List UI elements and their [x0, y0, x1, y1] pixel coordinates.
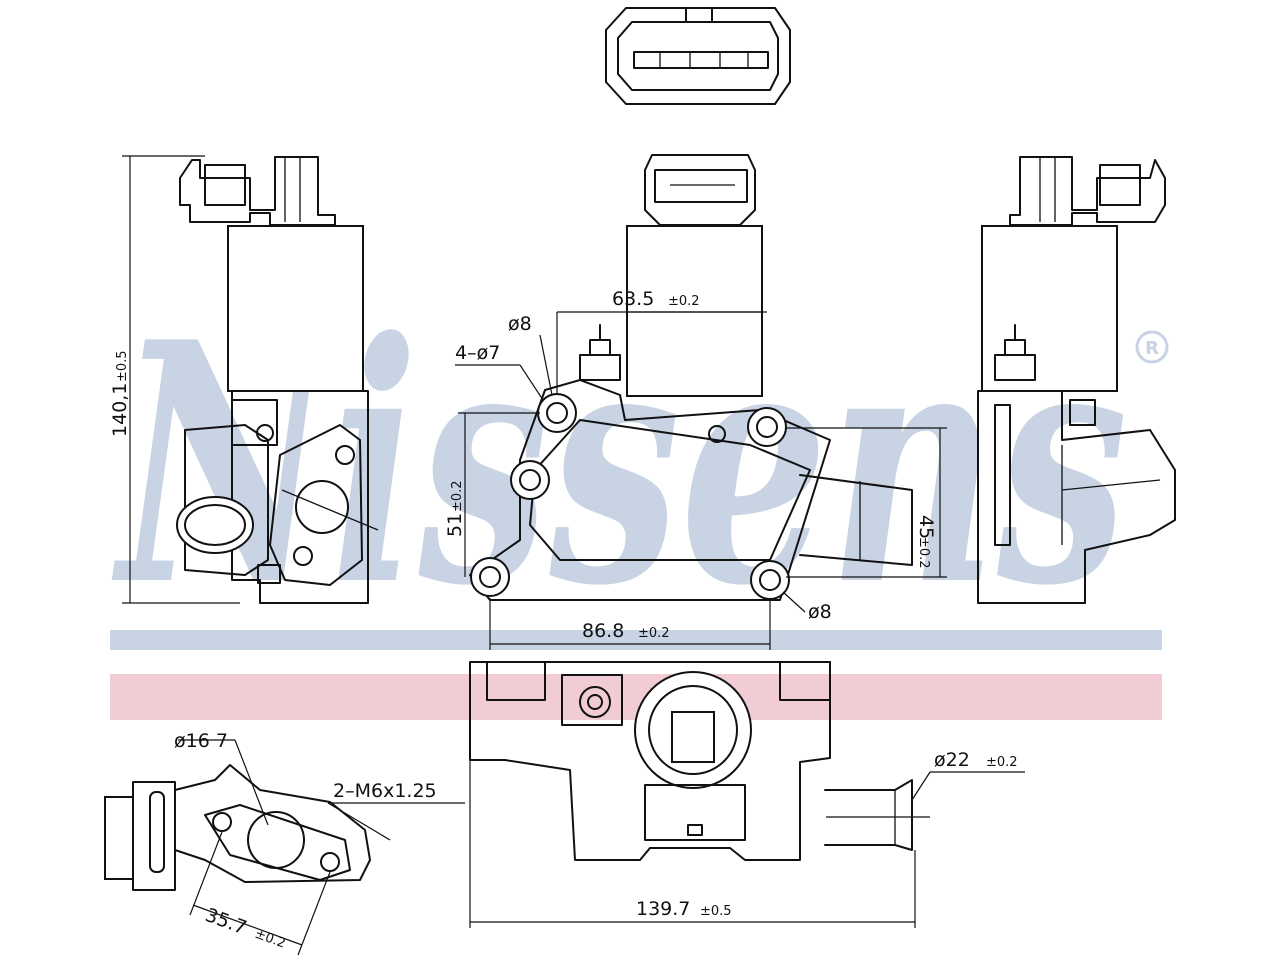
dim-spacing-value: 35.7 — [202, 904, 249, 939]
dim-height-flange-tol: ±0.2 — [450, 480, 465, 512]
registered-mark: R — [1145, 338, 1159, 359]
dim-length-tol: ±0.5 — [700, 904, 732, 919]
dim-bore-label: ø16 7 — [174, 730, 228, 752]
dim-height: 140,1 ±0.5 — [109, 155, 240, 604]
dim-pipe-dia-value: ø22 — [934, 749, 970, 771]
watermark-band-pink — [110, 674, 1162, 720]
dim-hole-large-label: ø8 — [508, 313, 532, 335]
dim-holes-group-label: 4–ø7 — [455, 342, 500, 364]
dim-pipe-dia-tol: ±0.2 — [986, 755, 1018, 770]
dim-width-flange-tol: ±0.2 — [638, 626, 670, 641]
dim-height-tol: ±0.5 — [115, 350, 130, 382]
watermark-band-blue — [110, 630, 1162, 650]
dim-height-outlet-value: 45 — [915, 515, 937, 539]
right-side-view — [977, 156, 1176, 604]
front-view — [469, 154, 913, 601]
dim-width-flange-value: 86.8 — [582, 620, 624, 642]
dim-hole-bottom-label: ø8 — [808, 601, 832, 623]
bottom-top-view: ø22 ±0.2 139.7 ±0.5 — [469, 661, 1025, 928]
registered-mark-circle — [1135, 330, 1169, 364]
connector-plug-view — [605, 7, 791, 105]
dim-front: 63.5 ±0.2 ø8 4–ø7 51 ±0.2 45 ±0.2 ø8 86.… — [444, 288, 947, 650]
left-side-view — [176, 156, 379, 604]
dim-height-value: 140,1 — [109, 383, 131, 437]
bottom-left-detail: ø16 7 2–M6x1.25 35.7 ±0.2 — [104, 730, 465, 956]
dim-length-value: 139.7 — [636, 898, 690, 920]
dim-thread-label: 2–M6x1.25 — [333, 780, 437, 802]
dim-width-top-tol: ±0.2 — [668, 294, 700, 309]
dim-width-top-value: 63.5 — [612, 288, 654, 310]
dim-spacing-tol: ±0.2 — [253, 927, 288, 952]
dim-height-flange-value: 51 — [444, 513, 466, 537]
dim-height-outlet-tol: ±0.2 — [916, 537, 931, 569]
